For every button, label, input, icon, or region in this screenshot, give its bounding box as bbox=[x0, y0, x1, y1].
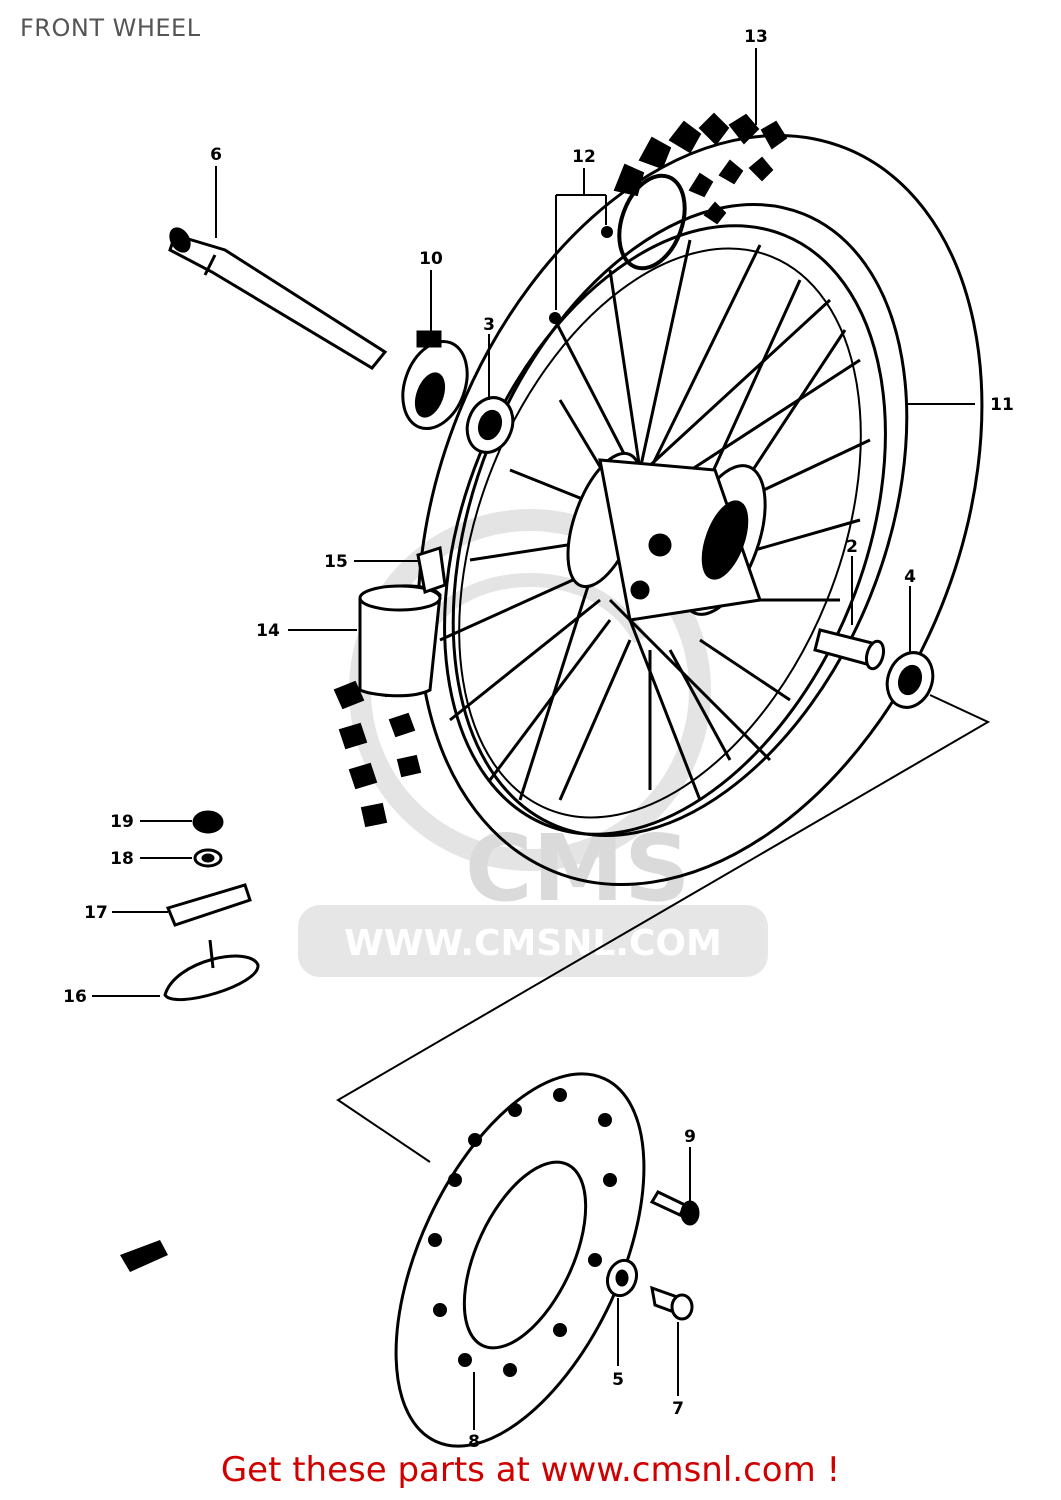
callout-18: 18 bbox=[110, 849, 134, 869]
bearing-right bbox=[885, 651, 935, 709]
inner-tube bbox=[358, 546, 447, 698]
front-axle bbox=[168, 227, 388, 370]
watermark: CMS WWW.CMSNL.COM bbox=[298, 509, 768, 977]
page-title: FRONT WHEEL bbox=[20, 14, 201, 42]
callout-7: 7 bbox=[672, 1399, 684, 1419]
callout-labels: 13 6 12 10 3 11 2 4 15 14 19 18 17 16 9 … bbox=[63, 27, 1014, 1452]
direction-arrow-icon bbox=[120, 1240, 168, 1272]
callout-11: 11 bbox=[990, 395, 1014, 415]
speedometer-gearbox bbox=[401, 330, 469, 431]
assembly-guide-lines bbox=[336, 694, 991, 1163]
callout-17: 17 bbox=[84, 903, 108, 923]
bearing-left bbox=[465, 396, 515, 454]
callout-10: 10 bbox=[419, 249, 443, 269]
footer-link[interactable]: Get these parts at www.cmsnl.com ! bbox=[220, 1450, 841, 1490]
callout-9: 9 bbox=[684, 1127, 696, 1147]
callout-16: 16 bbox=[63, 987, 87, 1007]
spacer bbox=[813, 628, 886, 671]
callout-3: 3 bbox=[483, 315, 495, 335]
callout-4: 4 bbox=[904, 567, 916, 587]
callout-15: 15 bbox=[324, 552, 348, 572]
callout-8: 8 bbox=[468, 1432, 480, 1452]
valve-parts bbox=[163, 810, 260, 1001]
callout-12: 12 bbox=[572, 147, 596, 167]
callout-13: 13 bbox=[744, 27, 768, 47]
watermark-url: WWW.CMSNL.COM bbox=[344, 923, 722, 964]
disc-fasteners bbox=[605, 1190, 700, 1321]
callout-6: 6 bbox=[210, 145, 222, 165]
callout-2: 2 bbox=[846, 537, 858, 557]
hub bbox=[566, 451, 767, 622]
callout-5: 5 bbox=[612, 1370, 624, 1390]
spoke-nipples bbox=[549, 226, 613, 324]
callout-19: 19 bbox=[110, 812, 134, 832]
callout-14: 14 bbox=[256, 621, 280, 641]
rim-and-spokes bbox=[439, 224, 887, 836]
brake-disc bbox=[394, 1072, 646, 1448]
leader-lines bbox=[92, 48, 975, 1430]
